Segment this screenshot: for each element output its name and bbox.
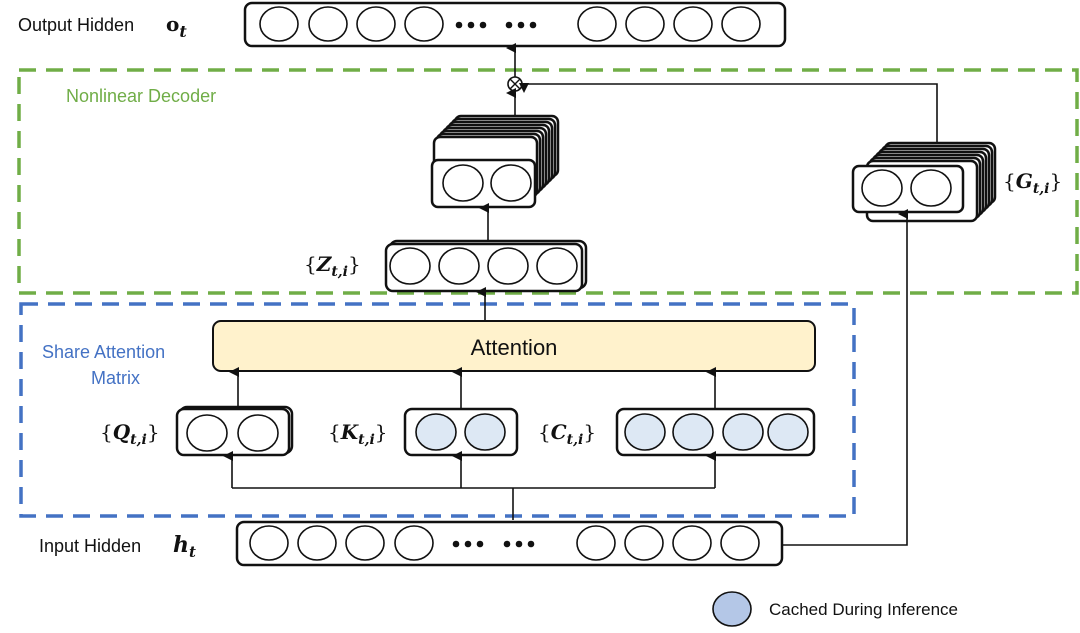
c-set-label: {Ct,i} xyxy=(538,420,596,448)
input-hidden-symbol: ht xyxy=(173,532,196,561)
input-to-g-arrow xyxy=(782,209,908,546)
k-set-label: {Kt,i} xyxy=(328,420,388,448)
g-stack xyxy=(851,141,997,223)
output-subscript: t xyxy=(179,22,187,41)
nonlinear-decoder-label: Nonlinear Decoder xyxy=(66,86,216,106)
attention-label: Attention xyxy=(471,335,558,360)
nonlinear-decoder-region xyxy=(17,68,1079,295)
share-attention-label-line2: Matrix xyxy=(91,368,140,388)
input-hidden-label: Input Hidden xyxy=(39,536,141,556)
q-vector xyxy=(175,405,294,457)
input-ellipsis-dots xyxy=(452,540,535,548)
q-set-label: {Qt,i} xyxy=(100,420,160,448)
legend: Cached During Inference xyxy=(712,591,958,627)
z-vector xyxy=(384,239,588,293)
decoder-hidden-stack xyxy=(430,114,560,209)
legend-cached-swatch xyxy=(712,591,752,627)
share-attention-region xyxy=(19,302,856,518)
legend-cached-label: Cached During Inference xyxy=(769,600,958,619)
output-ellipsis-dots xyxy=(455,21,537,29)
output-hidden-label: Output Hidden xyxy=(18,15,134,35)
output-hidden-vector xyxy=(243,1,787,48)
c-vector xyxy=(615,407,816,457)
k-vector xyxy=(403,407,519,457)
output-symbol: o xyxy=(166,12,179,36)
output-hidden-symbol: ot xyxy=(166,12,187,41)
input-subscript: t xyxy=(189,543,196,561)
input-symbol: h xyxy=(173,532,189,558)
g-set-label: {Gt,i} xyxy=(1003,169,1062,197)
gate-to-multiply-arrow xyxy=(519,83,938,146)
attention-block xyxy=(212,320,816,372)
z-set-label: {Zt,i} xyxy=(304,252,361,280)
multiply-icon xyxy=(507,76,523,92)
share-attention-label-line1: Share Attention xyxy=(42,342,165,362)
